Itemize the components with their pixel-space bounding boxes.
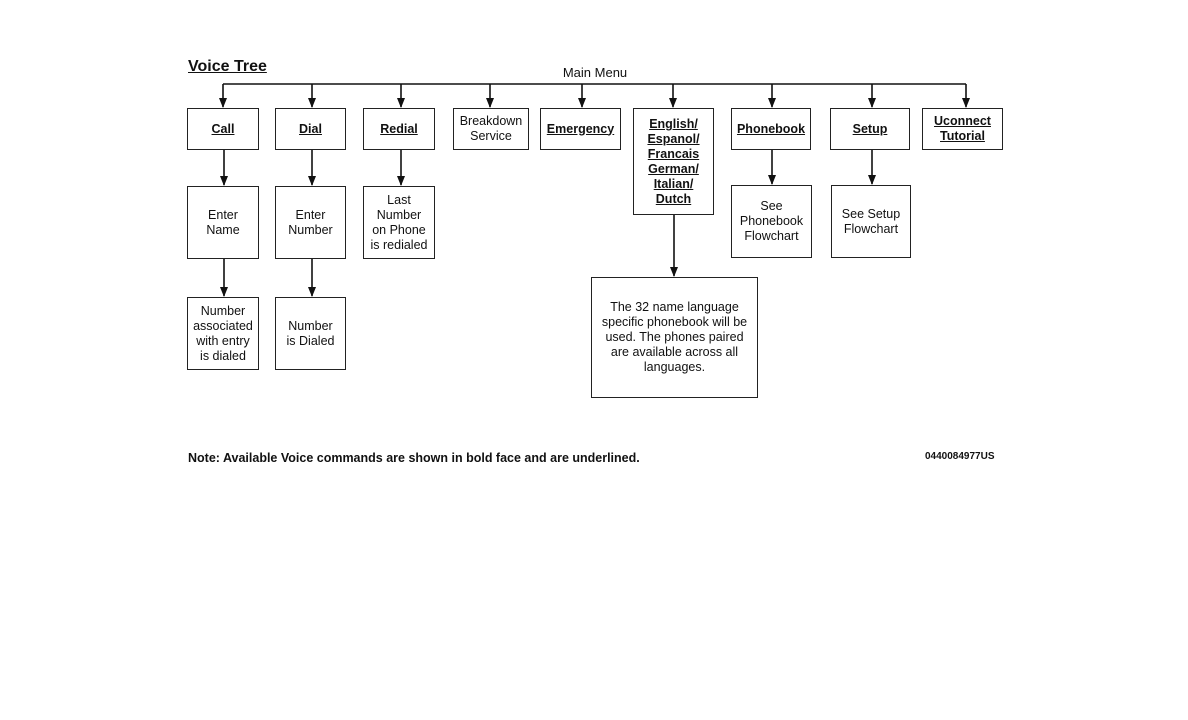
enter-number-box: Enter Number	[275, 186, 346, 259]
emergency-command-box: Emergency	[540, 108, 621, 150]
uconnect-tutorial-command-box: Uconnect Tutorial	[922, 108, 1003, 150]
number-associated-dialed-box: Number associated with entry is dialed	[187, 297, 259, 370]
diagram-title: Voice Tree	[188, 58, 267, 75]
last-number-redialed-box: Last Number on Phone is redialed	[363, 186, 435, 259]
call-command-box: Call	[187, 108, 259, 150]
see-setup-flowchart-box: See Setup Flowchart	[831, 185, 911, 258]
setup-command-box: Setup	[830, 108, 910, 150]
breakdown-service-box: Breakdown Service	[453, 108, 529, 150]
figure-code: 0440084977US	[925, 451, 995, 462]
voice-command-note: Note: Available Voice commands are shown…	[188, 451, 640, 465]
enter-name-box: Enter Name	[187, 186, 259, 259]
root-main-menu: Main Menu	[562, 65, 628, 80]
dial-command-box: Dial	[275, 108, 346, 150]
number-is-dialed-box: Number is Dialed	[275, 297, 346, 370]
phonebook-command-box: Phonebook	[731, 108, 811, 150]
language-command-box: English/ Espanol/ Francais German/ Itali…	[633, 108, 714, 215]
see-phonebook-flowchart-box: See Phonebook Flowchart	[731, 185, 812, 258]
redial-command-box: Redial	[363, 108, 435, 150]
language-phonebook-note-box: The 32 name language specific phonebook …	[591, 277, 758, 398]
